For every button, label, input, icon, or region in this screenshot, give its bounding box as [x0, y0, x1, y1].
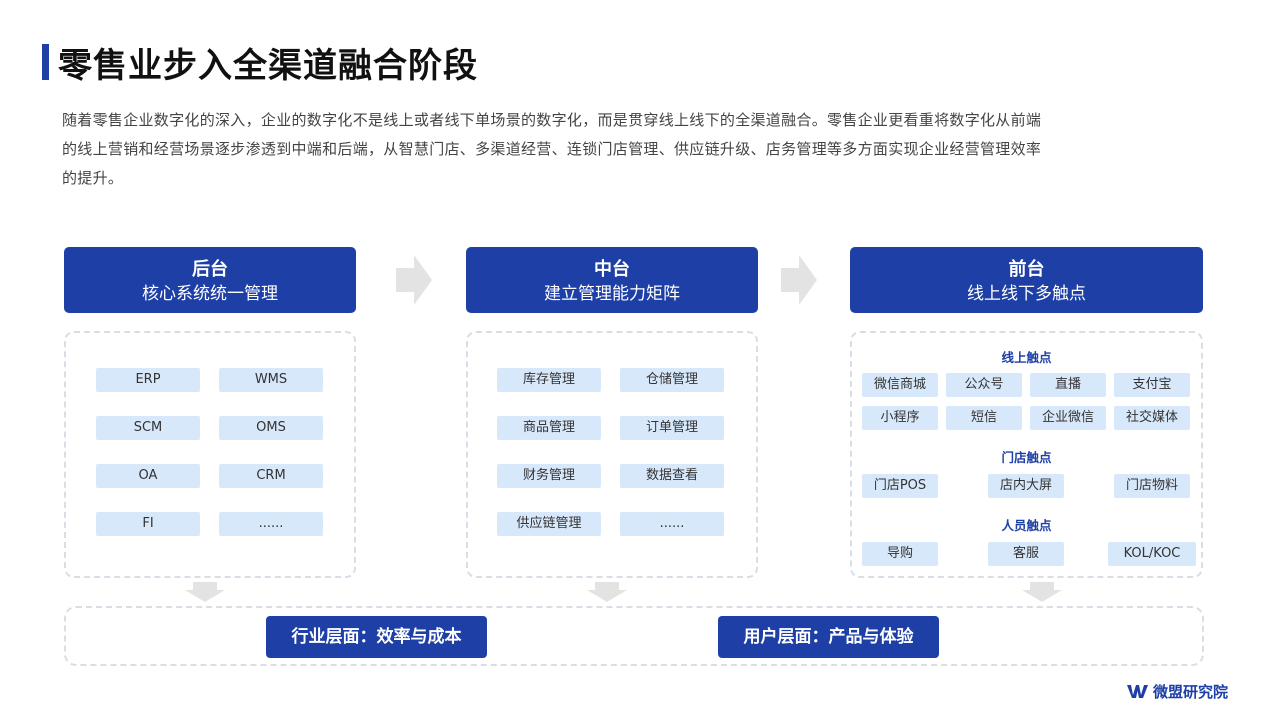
arrow-right-icon: [396, 255, 432, 305]
backend-item-oms: OMS: [219, 416, 323, 440]
backend-panel: [64, 331, 356, 578]
arrow-down-icon: [587, 582, 627, 602]
arrow-right-icon: [781, 255, 817, 305]
front-subtitle: 线上线下多触点: [967, 284, 1086, 304]
touchpoint-chip: 门店物料: [1114, 474, 1190, 498]
middle-item-data: 数据查看: [620, 464, 724, 488]
front-header: 前台 线上线下多触点: [850, 247, 1203, 313]
touchpoint-chip: 导购: [862, 542, 938, 566]
touchpoint-chip: 公众号: [946, 373, 1022, 397]
middle-item-order: 订单管理: [620, 416, 724, 440]
intro-paragraph: 随着零售企业数字化的深入，企业的数字化不是线上或者线下单场景的数字化，而是贯穿线…: [62, 106, 1232, 193]
page-title: 零售业步入全渠道融合阶段: [58, 46, 478, 86]
title-accent-bar: [42, 44, 49, 80]
group-label-store: 门店触点: [1001, 450, 1052, 465]
backend-item-wms: WMS: [219, 368, 323, 392]
touchpoint-chip: 短信: [946, 406, 1022, 430]
middle-item-inventory: 库存管理: [497, 368, 601, 392]
backend-title: 后台: [192, 259, 228, 280]
middle-header: 中台 建立管理能力矩阵: [466, 247, 758, 313]
arrow-down-icon: [185, 582, 225, 602]
touchpoint-chip: 支付宝: [1114, 373, 1190, 397]
front-title: 前台: [1008, 259, 1045, 280]
touchpoint-chip: KOL/KOC: [1108, 542, 1196, 566]
intro-line: 的线上营销和经营场景逐步渗透到中端和后端，从智慧门店、多渠道经营、连锁门店管理、…: [62, 140, 1042, 158]
touchpoint-chip: 小程序: [862, 406, 938, 430]
brand-mark-icon: [1126, 685, 1148, 698]
middle-item-warehouse: 仓储管理: [620, 368, 724, 392]
touchpoint-chip: 门店POS: [862, 474, 938, 498]
touchpoint-chip: 店内大屏: [988, 474, 1064, 498]
backend-item-erp: ERP: [96, 368, 200, 392]
backend-item-oa: OA: [96, 464, 200, 488]
brand-name: 微盟研究院: [1152, 682, 1228, 701]
touchpoint-chip: 客服: [988, 542, 1064, 566]
outcome-user: 用户层面：产品与体验: [718, 616, 939, 658]
middle-subtitle: 建立管理能力矩阵: [544, 284, 680, 304]
intro-line: 的提升。: [62, 169, 124, 187]
backend-item-crm: CRM: [219, 464, 323, 488]
backend-header: 后台 核心系统统一管理: [64, 247, 356, 313]
touchpoint-chip: 社交媒体: [1114, 406, 1190, 430]
middle-title: 中台: [594, 259, 630, 280]
middle-panel: [466, 331, 758, 578]
group-label-staff: 人员触点: [1001, 518, 1052, 533]
front-panel: [850, 331, 1203, 578]
outcomes-panel: [64, 606, 1204, 666]
backend-item-scm: SCM: [96, 416, 200, 440]
middle-item-product: 商品管理: [497, 416, 601, 440]
touchpoint-chip: 微信商城: [862, 373, 938, 397]
middle-item-supply-chain: 供应链管理: [497, 512, 601, 536]
middle-item-finance: 财务管理: [497, 464, 601, 488]
arrow-down-icon: [1022, 582, 1062, 602]
outcome-industry: 行业层面：效率与成本: [266, 616, 487, 658]
touchpoint-chip: 企业微信: [1030, 406, 1106, 430]
intro-line: 随着零售企业数字化的深入，企业的数字化不是线上或者线下单场景的数字化，而是贯穿线…: [62, 111, 1042, 129]
brand-logo: 微盟研究院: [1126, 680, 1228, 702]
middle-item-more: ......: [620, 512, 724, 536]
backend-subtitle: 核心系统统一管理: [142, 284, 278, 304]
backend-item-fi: FI: [96, 512, 200, 536]
touchpoint-chip: 直播: [1030, 373, 1106, 397]
group-label-online: 线上触点: [1001, 350, 1052, 365]
backend-item-more: ......: [219, 512, 323, 536]
